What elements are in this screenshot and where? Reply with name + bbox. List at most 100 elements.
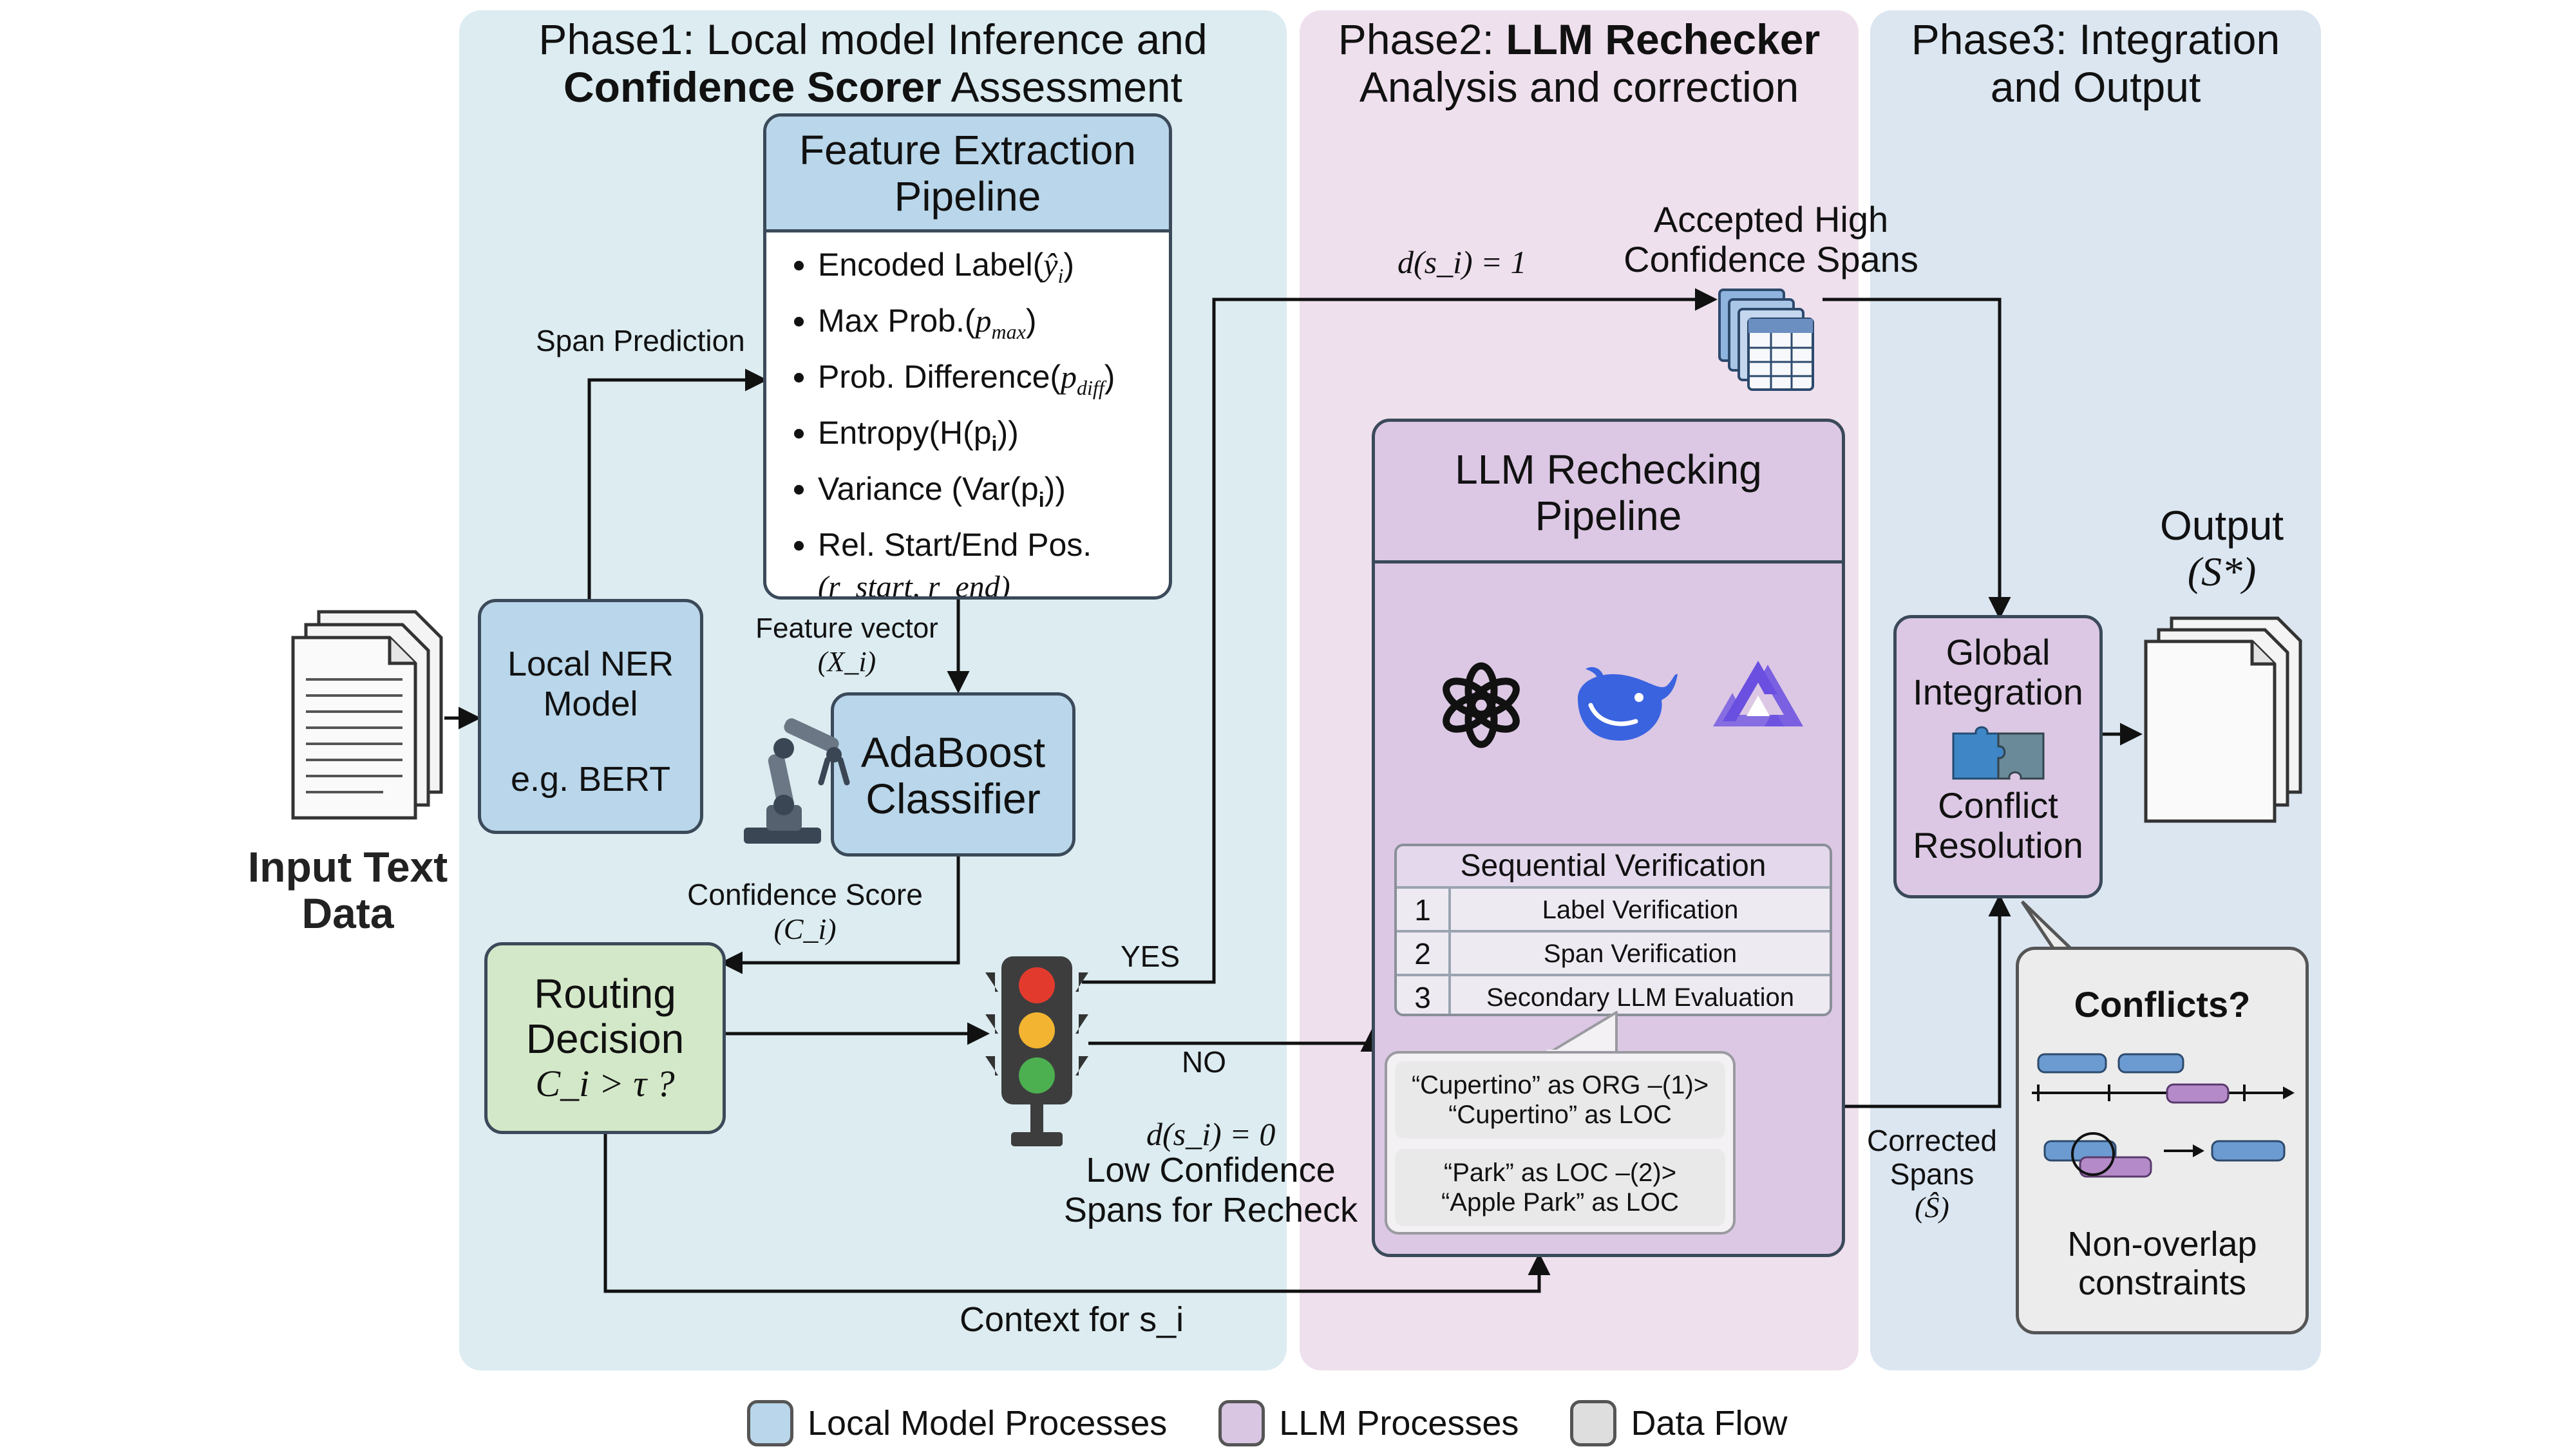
phase1-title-bold: Confidence Scorer <box>564 63 942 111</box>
legend-label-local: Local Model Processes <box>808 1404 1168 1443</box>
example-line2: “Apple Park” as LOC <box>1441 1188 1680 1217</box>
example-line2: “Cupertino” as LOC <box>1448 1101 1672 1129</box>
routing-cond: C_i > τ ? <box>535 1063 675 1104</box>
puzzle-icon <box>1952 726 2044 780</box>
feature-item-text: Encoded Label( <box>818 247 1044 283</box>
verification-step: 2 Span Verification <box>1397 930 1830 975</box>
verification-step-num: 2 <box>1397 933 1451 975</box>
global-line1: Global <box>1946 632 2050 672</box>
arrow-context-to-llm <box>603 1133 1551 1293</box>
feature-vector-text: Feature vector <box>755 612 938 644</box>
feature-item-close: ) <box>1104 359 1115 395</box>
phase2-title-bold: LLM Rechecker <box>1506 15 1821 63</box>
output-line2: (S*) <box>2187 549 2257 594</box>
low-conf-line1: Low Confidence <box>1086 1151 1336 1189</box>
phase2-title-line1: Phase2: LLM Rechecker <box>1300 15 1859 63</box>
legend: Local Model Processes LLM Processes Data… <box>747 1397 1788 1449</box>
llm-pipeline-header: LLM Rechecking Pipeline <box>1372 422 1845 564</box>
feature-extraction-pipeline-box[interactable]: Feature Extraction Pipeline Encoded Labe… <box>763 113 1172 600</box>
arrow-adaboost-to-routing <box>720 857 960 974</box>
verification-step-label: Span Verification <box>1543 939 1738 968</box>
llm-title1: LLM Rechecking <box>1455 446 1762 493</box>
arrow-ner-to-feature <box>587 368 768 599</box>
phase2-title-pre: Phase2: <box>1338 15 1506 63</box>
d1-label: d(s_i) = 1 <box>1397 244 1527 280</box>
feature-pos-line: (r_start, r_end) <box>818 570 1010 600</box>
llm-title2: Pipeline <box>1535 493 1682 539</box>
examples-callout: “Cupertino” as ORG –(1)> “Cupertino” as … <box>1385 1051 1736 1235</box>
feature-item-text: Max Prob.( <box>818 303 976 339</box>
output-document-icon <box>2144 616 2302 823</box>
feature-item: Prob. Difference(pdiff) <box>818 359 1169 406</box>
legend-label-flow: Data Flow <box>1631 1404 1788 1443</box>
ner-line2: Model <box>543 685 638 723</box>
low-conf-line2: Spans for Recheck <box>1063 1191 1358 1229</box>
feature-item: Rel. Start/End Pos. <box>818 527 1169 563</box>
feature-item-text: Rel. Start/End Pos. <box>818 527 1092 563</box>
no-label: NO <box>1182 1045 1226 1079</box>
corrected-sym: (Ŝ) <box>1915 1191 1949 1224</box>
qwen-logo <box>1713 661 1803 726</box>
feature-item-sub: i <box>991 432 998 455</box>
phase2-title: Phase2: LLM Rechecker Analysis and corre… <box>1300 15 1859 111</box>
feature-item-close: ) <box>1063 247 1075 283</box>
conflicts-callout: Conflicts? Non-overlap constraints <box>2016 947 2309 1334</box>
conflicts-line2: constraints <box>2078 1264 2247 1302</box>
phase1-title-line2: Confidence Scorer Assessment <box>459 63 1287 111</box>
d0-label: d(s_i) = 0 <box>1146 1116 1276 1152</box>
examples-callout-pointer <box>1540 1011 1618 1056</box>
example-item: “Park” as LOC –(2)> “Apple Park” as LOC <box>1395 1149 1725 1226</box>
feature-item: Encoded Label(ŷi) <box>818 247 1169 294</box>
feature-item-text: Prob. Difference( <box>818 359 1061 395</box>
arrow-no-to-llm <box>1088 1029 1383 1052</box>
accepted-line1: Accepted High <box>1653 199 1889 240</box>
yes-label: YES <box>1121 940 1180 973</box>
input-text-label: Input Text Data <box>242 844 454 936</box>
corrected-spans-label: Corrected Spans (Ŝ) <box>1855 1124 2009 1224</box>
phase2-title-line2: Analysis and correction <box>1359 63 1799 111</box>
feature-item-text: Variance ( <box>818 471 963 507</box>
openai-logo <box>1443 662 1520 748</box>
spreadsheet-stack-icon <box>1718 289 1814 391</box>
routing-line1: Routing <box>534 971 676 1017</box>
example-line1: “Cupertino” as ORG –(1)> <box>1411 1071 1709 1099</box>
global-line2: Integration <box>1913 672 2083 712</box>
deepseek-logo <box>1578 667 1678 741</box>
sequential-verification-table: Sequential Verification 1 Label Verifica… <box>1394 844 1832 1016</box>
feature-item-close: ) <box>1025 303 1037 339</box>
feature-title2: Pipeline <box>894 173 1041 220</box>
corrected-line2: Spans <box>1889 1157 1975 1191</box>
routing-decision-box[interactable]: Routing Decision C_i > τ ? <box>484 942 726 1134</box>
adaboost-classifier-box[interactable]: AdaBoost Classifier <box>831 692 1075 857</box>
accepted-spans-label: Accepted High Confidence Spans <box>1597 200 1945 279</box>
ner-line3: e.g. BERT <box>510 760 671 799</box>
traffic-light-icon <box>985 956 1088 1146</box>
feature-item-text: Entropy( <box>818 415 940 451</box>
ner-line1: Local NER <box>507 645 674 683</box>
phase3-title-line2: and Output <box>1990 63 2201 111</box>
context-label: Context for s_i <box>960 1300 1184 1340</box>
feature-item: Entropy(H(pi)) <box>818 415 1169 462</box>
span-overlap-diagram <box>2032 1053 2295 1178</box>
feature-item-sub: max <box>991 320 1026 343</box>
feature-title1: Feature Extraction <box>799 127 1136 173</box>
feature-item-math: H(p <box>939 415 992 451</box>
verification-step: 1 Label Verification <box>1397 886 1830 931</box>
feature-vector-label: Feature vector (X_i) <box>728 612 966 679</box>
phase1-title: Phase1: Local model Inference and Confid… <box>459 15 1287 111</box>
local-ner-model-box[interactable]: Local NER Model e.g. BERT <box>478 599 703 834</box>
confidence-score-sym: (C_i) <box>773 913 837 945</box>
feature-item-math: p <box>975 303 992 339</box>
global-integration-box[interactable]: Global Integration Conflict Resolution <box>1893 615 2103 898</box>
phase1-title-line1: Phase1: Local model Inference and <box>538 15 1208 63</box>
feature-item-math: p <box>1061 359 1077 395</box>
conflicts-title: Conflicts? <box>2074 984 2251 1025</box>
input-line1: Input Text <box>247 843 448 891</box>
feature-list: Encoded Label(ŷi) Max Prob.(pmax) Prob. … <box>766 247 1169 563</box>
global-line4: Resolution <box>1913 825 2083 866</box>
feature-item-close: )) <box>1044 471 1066 507</box>
example-item: “Cupertino” as ORG –(1)> “Cupertino” as … <box>1395 1061 1725 1139</box>
corrected-line1: Corrected <box>1867 1124 1997 1157</box>
output-line1: Output <box>2159 502 2284 549</box>
